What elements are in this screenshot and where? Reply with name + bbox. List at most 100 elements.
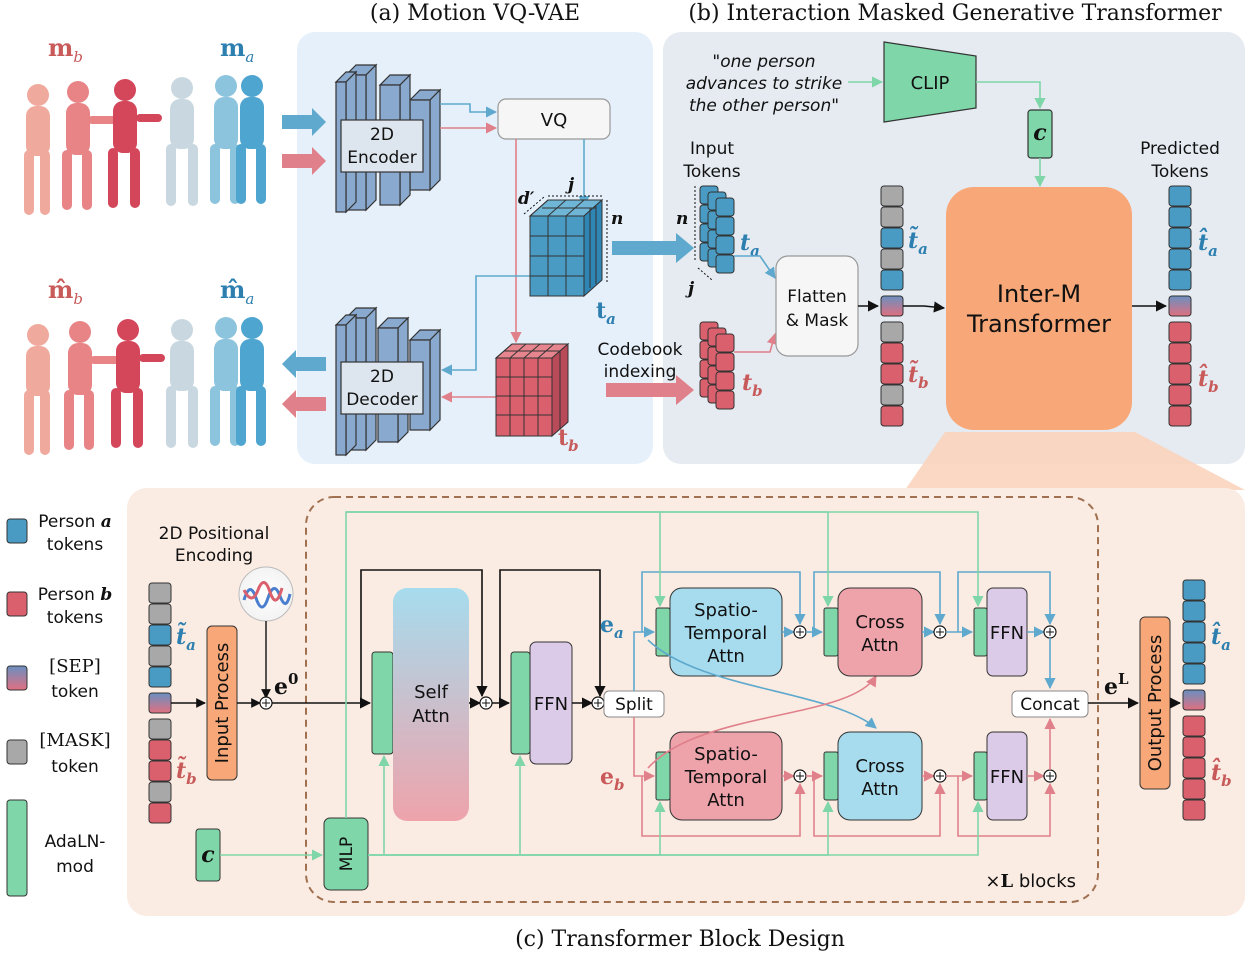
transformer-label-1: Inter-M [997,280,1081,308]
output-motion-figures [24,317,266,455]
adaln-cross-a [823,607,839,657]
ffn-b-label: FFN [990,767,1024,788]
mlp-label: MLP [337,837,357,871]
c-ttilde-a: t̃a [176,623,196,654]
res-cross-b [813,776,946,837]
ffn-a-label: FFN [990,623,1024,644]
codebook-label-2: indexing [604,362,677,382]
dim-d [523,196,545,215]
codebook-label-1: Codebook [598,340,683,360]
arrow-output-b [282,390,326,418]
prompt-line-1: "one person [712,52,815,72]
in-dim-j [697,267,713,281]
in-dim-j-label: j [685,279,695,299]
output-sequence-c [1182,579,1206,821]
legend-b-1: Person b [38,585,112,605]
st-a-label-2: Temporal [684,623,767,644]
add-icon-e0 [259,696,273,710]
zoom-funnel [905,432,1245,490]
enc-to-vq-a [440,103,498,118]
title-block: (c) Transformer Block Design [515,927,845,952]
c-that-a: t̂a [1211,622,1231,654]
res-cross-a [813,571,946,632]
decoder-label-1: 2D [370,367,394,387]
conditioning-lines [345,511,984,856]
ta-to-dec [440,275,532,376]
clip-box [883,41,977,123]
add-icon-cross-a [933,625,947,639]
legend-swatch-adaln [6,799,28,897]
res-st-b [641,776,806,837]
input-ta-label: ta [740,230,760,260]
label-m-a: ma [220,33,254,66]
add-icon-st-a [793,625,807,639]
input-tokens-label-2: Tokens [682,162,740,182]
inter-m-transformer [946,187,1132,430]
decoder-label-2: Decoder [346,390,418,410]
legend-swatch-b [6,591,28,617]
c-bottom-label: c [201,842,215,868]
legend-mask-1: [MASK] [39,730,110,751]
tokens-b-to-flatten [734,332,778,353]
c-top-label: c [1033,120,1047,146]
cross-a-to-b [647,639,877,729]
adaln-cross-b [823,751,839,801]
predicted-label-2: Tokens [1150,162,1208,182]
residual-ffn [499,569,606,703]
concat-label: Concat [1020,695,1080,715]
flatten-label-2: & Mask [786,311,849,331]
res-ffn-a [957,571,1056,632]
encoder-label-1: 2D [370,125,394,145]
ea-label: ea [600,612,624,642]
st-b-label-3: Attn [707,790,745,811]
label-m-b: mb [48,33,83,66]
split-to-b [633,717,656,782]
legend-sep-2: token [51,682,99,702]
input-tokens-a [699,185,735,274]
st-b-label-1: Spatio- [694,744,758,765]
add-icon-ffn-b [1043,769,1057,783]
transformer-label-2: Transformer [966,310,1111,338]
self-attn-label-1: Self [414,682,449,703]
c-ttilde-b: t̃b [176,757,197,788]
dim-n-label: n [611,209,623,229]
encoder-label-2: Encoder [347,148,417,168]
res-st-a [641,571,806,632]
blocks-label: ×L blocks [985,871,1076,892]
legend-swatch-sep [6,665,28,691]
blocks-dashed-frame [305,496,1099,903]
legend-adaln-1: AdaLN- [45,832,106,852]
label-mhat-b: m̂b [48,275,83,308]
pred-that-a: t̂a [1198,228,1218,260]
legend-a-1: Person a [38,512,112,532]
add-icon-ffn-a [1043,625,1057,639]
dim-d-label: d′ [518,189,535,209]
legend-swatch-a [6,518,28,544]
st-a-label-3: Attn [707,646,745,667]
input-tokens-b [699,321,735,410]
st-a-label-1: Spatio- [694,600,758,621]
add-icon-self [479,696,493,710]
st-b-label-2: Temporal [684,767,767,788]
pos-enc-label-2: Encoding [175,546,253,566]
add-icon-st-b [793,769,807,783]
legend-swatch-mask [6,739,28,765]
vq-label: VQ [541,110,567,131]
input-sequence-c [148,582,172,824]
input-process-label: Input Process [212,643,233,764]
cube-a-label: ta [596,298,616,328]
arrow-input-b [282,147,326,175]
e0-label: e0 [274,670,298,700]
eL-label: eL [1104,670,1129,700]
legend: Person a tokens Person b tokens [SEP] to… [6,512,112,897]
pos-enc-label-1: 2D Positional [159,524,270,544]
cross-b-to-a [647,675,877,769]
output-process-label: Output Process [1145,635,1166,772]
predicted-sequence [1168,185,1192,427]
arrow-to-tokens-b [606,375,694,405]
label-mhat-a: m̂a [220,275,254,308]
arrow-output-a [282,350,326,378]
concat-box [1011,690,1089,718]
in-dim-n-label: n [676,209,688,229]
